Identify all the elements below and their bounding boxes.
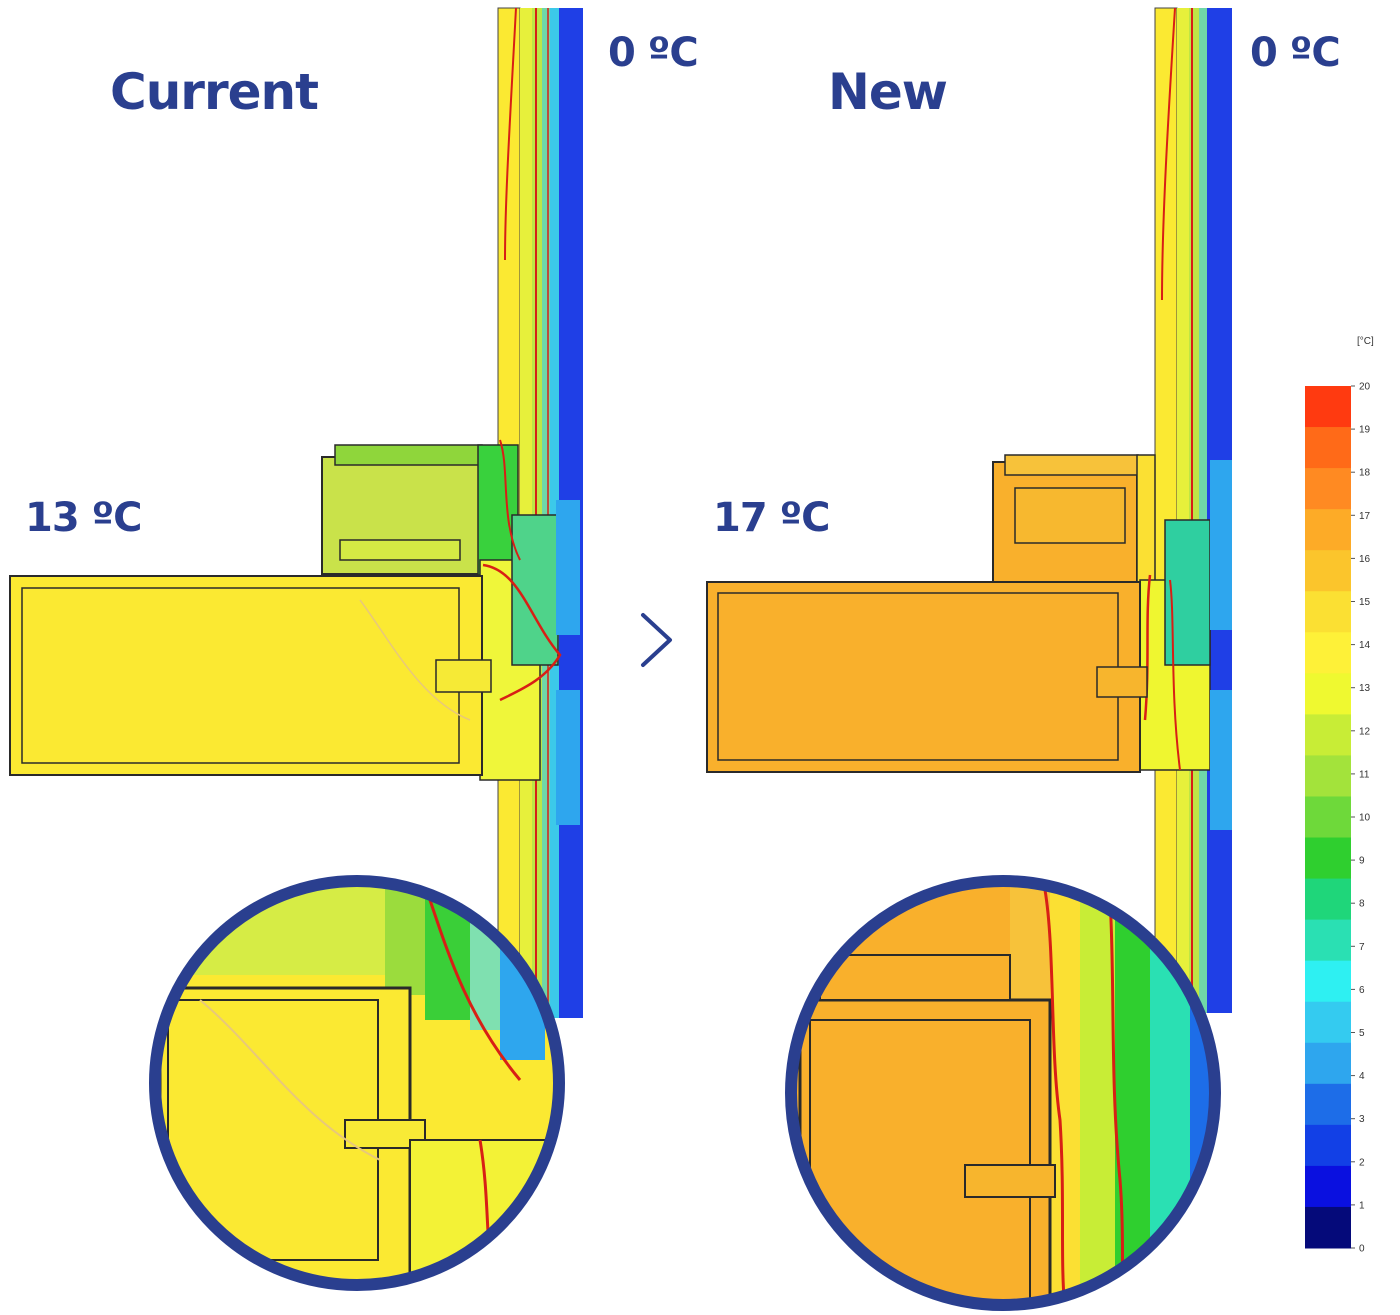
legend-tick-label: 5 (1359, 1028, 1365, 1039)
legend-swatch (1305, 919, 1351, 962)
frame-profile-left (321, 439, 580, 825)
chevron-right-icon (641, 613, 672, 667)
legend-swatch (1305, 427, 1351, 469)
magnifier-current (149, 875, 565, 1291)
legend-swatch (1305, 1124, 1351, 1167)
legend-swatch (1305, 673, 1351, 715)
legend-tick-label: 12 (1359, 726, 1371, 737)
legend-swatch (1305, 1042, 1351, 1085)
legend-swatch (1305, 796, 1351, 839)
legend-swatch (1305, 960, 1351, 1003)
frame-profile-right (992, 454, 1232, 830)
legend-swatch (1305, 550, 1351, 592)
legend-tick-label: 2 (1359, 1157, 1365, 1168)
legend-tick-label: 13 (1359, 683, 1371, 694)
legend-tick-label: 6 (1359, 985, 1365, 996)
legend-tick-label: 18 (1359, 468, 1371, 479)
outside-temp-left: 0 ºC (608, 30, 699, 76)
legend-tick-label: 8 (1359, 899, 1365, 910)
title-new: New (828, 63, 948, 121)
legend-swatch (1305, 837, 1351, 880)
outside-temp-right: 0 ºC (1250, 30, 1341, 76)
current-section (9, 7, 583, 1019)
legend-tick-label: 19 (1359, 425, 1371, 436)
legend-swatch (1305, 591, 1351, 633)
title-current: Current (110, 63, 319, 121)
frame-block-left (9, 575, 483, 776)
legend-tick-label: 16 (1359, 554, 1371, 565)
legend-tick-label: 17 (1359, 511, 1371, 522)
legend-swatch (1305, 1165, 1351, 1208)
legend-unit: [°C] (1357, 336, 1374, 347)
legend-swatch (1305, 878, 1351, 921)
legend-swatch (1305, 509, 1351, 551)
legend-tick-label: 14 (1359, 640, 1371, 651)
legend-swatch (1305, 755, 1351, 797)
legend-swatch (1305, 714, 1351, 756)
legend-swatch (1305, 1206, 1351, 1249)
legend-tick-label: 15 (1359, 597, 1371, 608)
legend-tick-label: 7 (1359, 942, 1365, 953)
legend-swatch (1305, 386, 1351, 428)
legend-tick-label: 0 (1359, 1244, 1365, 1255)
legend-swatch (1305, 1083, 1351, 1126)
legend-tick-label: 11 (1359, 769, 1370, 780)
legend-tick-label: 4 (1359, 1071, 1365, 1082)
legend-swatch (1305, 1001, 1351, 1044)
legend-tick-label: 20 (1359, 382, 1371, 393)
frame-block-right (706, 581, 1141, 773)
legend-tick-label: 9 (1359, 856, 1365, 867)
legend-tick-label: 3 (1359, 1114, 1365, 1125)
inside-temp-right: 17 ºC (713, 495, 831, 541)
legend-swatch (1305, 632, 1351, 674)
legend-tick-label: 1 (1359, 1200, 1365, 1211)
legend-tick-label: 10 (1359, 813, 1371, 824)
legend-swatch (1305, 468, 1351, 510)
new-section (706, 7, 1232, 1014)
inside-temp-left: 13 ºC (25, 495, 143, 541)
